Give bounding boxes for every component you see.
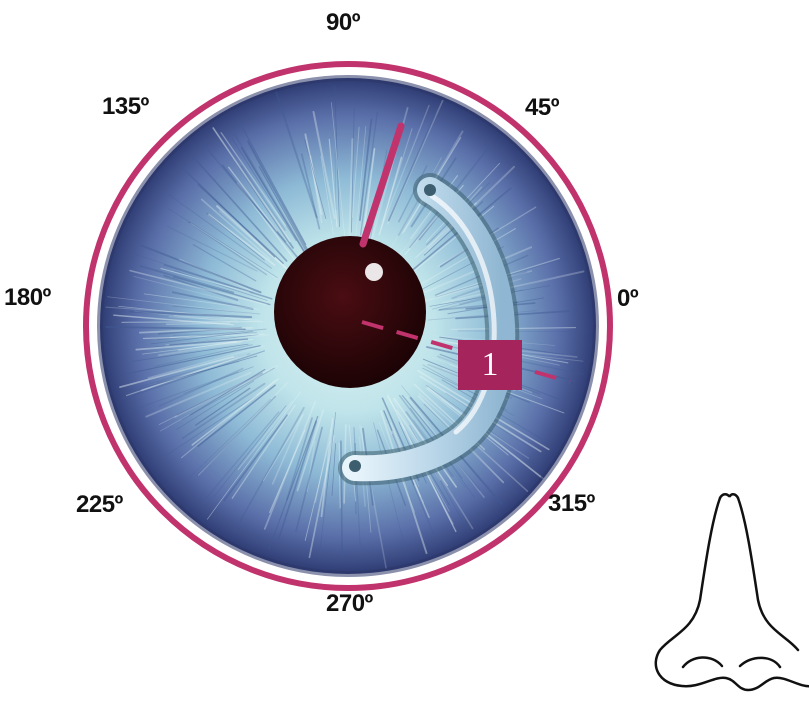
nose-icon	[656, 494, 809, 690]
angle-label-45: 45º	[525, 94, 559, 122]
segment-hole-bottom	[349, 460, 361, 472]
pupil	[274, 236, 426, 388]
segment-hole-top	[424, 184, 436, 196]
pupil-highlight	[365, 263, 383, 281]
segment-label: 1	[458, 340, 522, 390]
angle-label-135: 135º	[102, 93, 149, 121]
angle-label-225: 225º	[76, 491, 123, 519]
angle-label-0: 0º	[617, 285, 638, 313]
angle-label-90: 90º	[326, 9, 360, 37]
angle-label-270: 270º	[326, 590, 373, 618]
angle-label-315: 315º	[548, 490, 595, 518]
angle-label-180: 180º	[4, 284, 51, 312]
